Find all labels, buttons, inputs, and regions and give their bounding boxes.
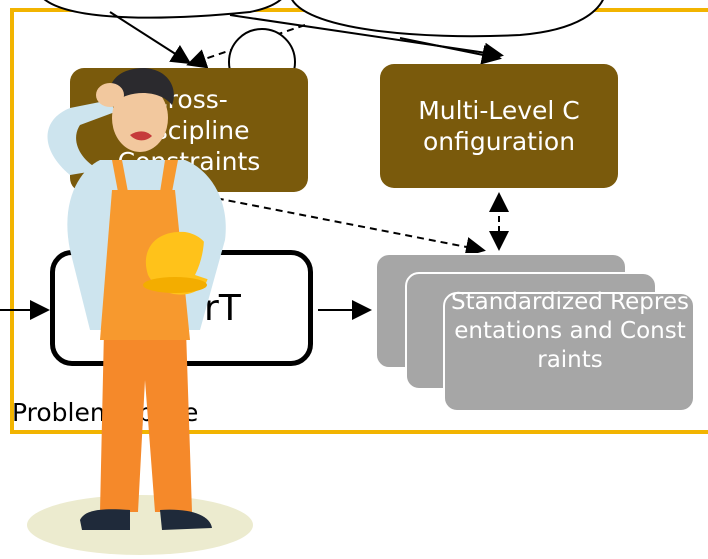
multi-level-box: Multi-Level Configuration	[380, 64, 618, 188]
holding-arm	[190, 180, 223, 280]
trousers	[100, 330, 192, 512]
arrow-cloud2-to-multilevel	[399, 37, 502, 65]
mouth	[130, 131, 152, 141]
hair	[109, 68, 174, 105]
standardized-card-front	[443, 292, 695, 412]
multi-level-label: Multi-Level Configuration	[418, 96, 580, 156]
top-cloud-right	[291, 0, 604, 38]
left-shoe	[80, 509, 130, 530]
right-shoe	[160, 509, 212, 530]
helmet-brim	[143, 277, 207, 293]
hand	[96, 83, 124, 107]
floor-shadow	[27, 495, 253, 555]
standardized-label: Standardized Representations and Constra…	[451, 289, 689, 373]
arrow-cloud-to-cross	[109, 11, 192, 65]
face	[112, 84, 168, 152]
right-strap	[160, 160, 178, 192]
overall-bib	[100, 190, 190, 340]
top-cloud-left	[43, 0, 282, 19]
raised-arm	[47, 100, 115, 175]
left-strap	[112, 160, 128, 192]
